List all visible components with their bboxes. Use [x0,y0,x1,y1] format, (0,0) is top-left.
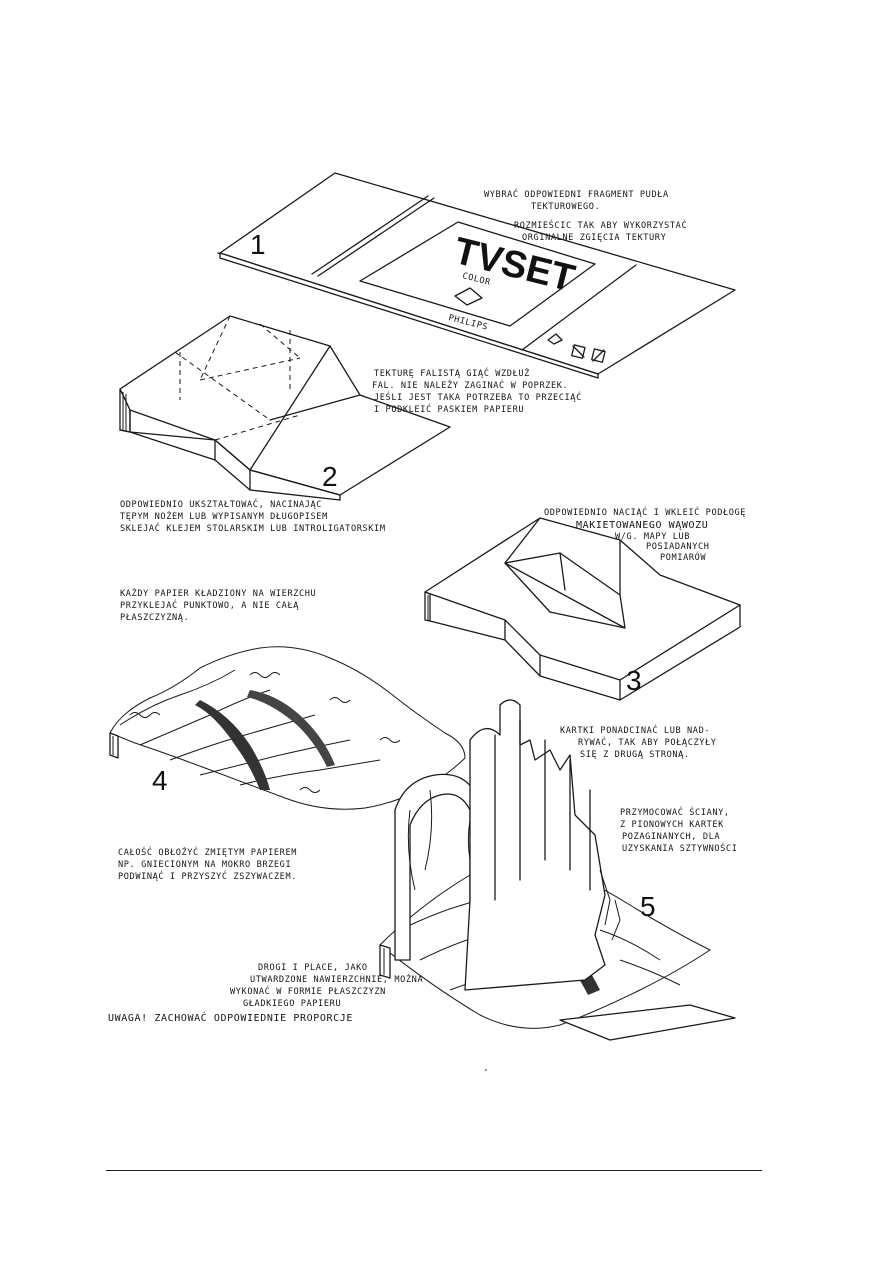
warning-note: UWAGA! ZACHOWAĆ ODPOWIEDNIE PROPORCJE [108,1011,353,1024]
step5-note-a: KARTKI PONADCINAĆ LUB NAD- [560,724,710,736]
footer-rule [106,1170,762,1171]
step2-note-b: FAL. NIE NALEŻY ZAGINAĆ W POPRZEK. [372,379,568,391]
step1-cardboard: TVSET COLOR PHILIPS 1 [217,172,736,379]
step1-note-c: ROZMIEŚCIC TAK ABY WYKORZYSTAĆ [514,219,687,231]
step5-note-d: PRZYMOCOWAĆ ŚCIANY, [620,806,730,818]
step1-notes: WYBRAĆ ODPOWIEDNI FRAGMENT PUDŁA TEKTURO… [484,188,687,243]
step5-note-h: DROGI I PLACE, JAKO [258,963,368,973]
step2-note-f: TĘPYM NOŻEM LUB WYPISANYM DŁUGOPISEM [120,511,328,522]
step5-note-c: SIĘ Z DRUGĄ STRONĄ. [580,750,690,760]
step2-folded: 2 [119,315,451,501]
step4-note-a: KAŻDY PAPIER KŁADZIONY NA WIERZCHU [120,588,316,599]
step3-gorge: 3 [424,517,741,701]
step5-note-i: UTWARDZONE NAWIERZCHNIE, MOŻNA [250,974,423,985]
step2-note-g: SKLEJAĆ KLEJEM STOLARSKIM LUB INTROLIGAT… [120,522,386,534]
step1-number: 1 [250,229,266,260]
step5-number: 5 [640,891,656,922]
step2-note-e: ODPOWIEDNIO UKSZTAŁTOWAĆ, NACINAJĄC [120,498,322,510]
step3-note-d: POSIADANYCH [646,542,710,552]
step5-note-k: GŁADKIEGO PAPIERU [243,999,341,1009]
step2-note-c: JEŚLI JEST TAKA POTRZEBA TO PRZECIĄĆ [374,391,582,403]
step3-notes: ODPOWIEDNIO NACIĄĆ I WKLEIĆ PODŁOGĘ MAKI… [544,506,746,563]
step5-note-e: Z PIONOWYCH KARTEK [620,820,724,830]
step3-number: 3 [626,665,642,696]
step2-note-a: TEKTURĘ FALISTĄ GIĄĆ WZDŁUŻ [374,367,530,379]
step3-note-b: MAKIETOWANEGO WĄWOZU [576,520,708,531]
step3-note-e: POMIARÓW [660,551,706,563]
step5-note-b: RYWAĆ, TAK ABY POŁĄCZYŁY [578,736,717,748]
scan-speck [484,1068,488,1072]
step3-note-c: W/G. MAPY LUB [615,532,690,542]
step4-note-d: CAŁOŚĆ OBŁOŻYĆ ZMIĘTYM PAPIEREM [118,846,297,858]
step2-notes: TEKTURĘ FALISTĄ GIĄĆ WZDŁUŻ FAL. NIE NAL… [120,367,582,534]
step1-note-a: WYBRAĆ ODPOWIEDNI FRAGMENT PUDŁA [484,188,669,200]
step5-note-g: UZYSKANIA SZTYWNOŚCI [622,842,737,854]
box-symbols-icon [547,333,606,363]
step3-note-a: ODPOWIEDNIO NACIĄĆ I WKLEIĆ PODŁOGĘ [544,506,746,518]
step4-notes: KAŻDY PAPIER KŁADZIONY NA WIERZCHU PRZYK… [118,588,316,882]
step5-notes: KARTKI PONADCINAĆ LUB NAD- RYWAĆ, TAK AB… [230,724,737,1009]
step5-diorama: 5 [379,699,736,1041]
step2-number: 2 [322,461,338,492]
step4-note-c: PŁASZCZYZNĄ. [120,613,189,623]
step5-note-j: WYKONAĆ W FORMIE PŁASZCZYZN [230,985,386,997]
step4-note-e: NP. GNIECIONYM NA MOKRO BRZEGI [118,860,291,870]
step4-note-f: PODWINĄĆ I PRZYSZYĆ ZSZYWACZEM. [118,870,297,882]
step1-note-b: TEKTUROWEGO. [531,202,600,212]
step5-note-f: POZAGINANYCH, DLA [622,832,720,842]
step2-note-d: I PODKLEIĆ PASKIEM PAPIERU [374,403,524,415]
step4-terrain: 4 [109,646,466,810]
step4-number: 4 [152,765,168,796]
step4-note-b: PRZYKLEJAĆ PUNKTOWO, A NIE CAŁĄ [120,599,299,611]
step1-note-d: ORGINALNE ZGIĘCIA TEKTURY [522,233,667,243]
